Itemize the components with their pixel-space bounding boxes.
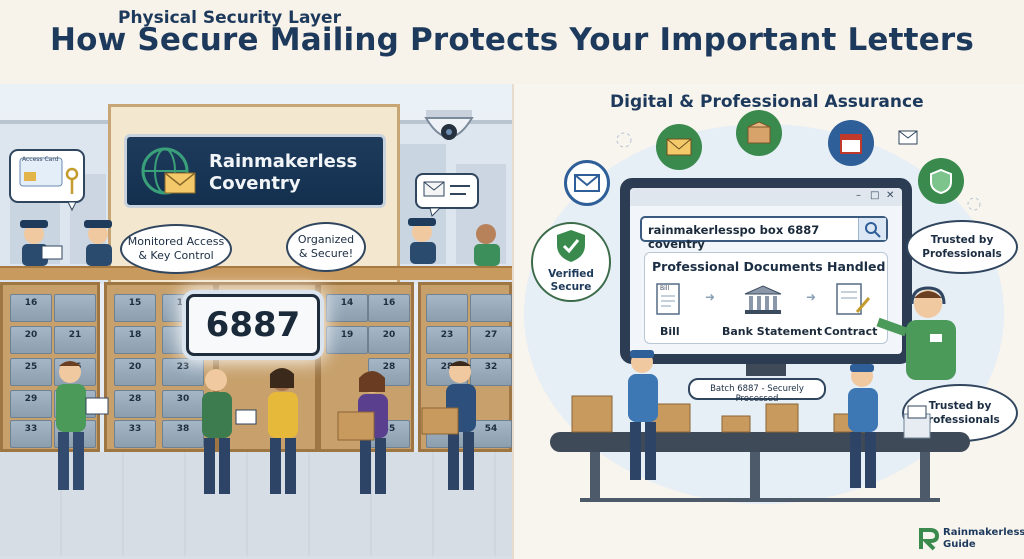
customer-man-box — [421, 361, 476, 490]
conveyor-legs — [580, 452, 940, 502]
digital-assurance-heading: Digital & Professional Assurance — [610, 92, 924, 112]
logo-line-1: Rainmakerless — [943, 527, 1024, 538]
monitored-access-bubble: Monitored Access & Key Control — [120, 224, 232, 274]
organized-secure-bubble: Organized & Secure! — [286, 222, 366, 272]
clerks-right — [408, 218, 500, 266]
sign-text: Rainmakerless Coventry — [209, 151, 358, 194]
arrow-icon: ➜ — [806, 290, 817, 304]
calendar-icon — [828, 120, 874, 166]
mailbox[interactable]: 14 — [326, 294, 368, 322]
minimize-icon[interactable]: – — [856, 190, 861, 201]
support-agent — [876, 286, 956, 380]
mailbox[interactable]: 16 — [368, 294, 410, 322]
logo-text: Rainmakerless Guide — [943, 527, 1024, 551]
bill-tag: Bill — [660, 285, 670, 292]
letter-tray-icon — [903, 405, 931, 439]
mailbox[interactable]: 38 — [162, 420, 204, 448]
mailbox[interactable] — [426, 294, 468, 322]
close-icon[interactable]: ✕ — [886, 190, 895, 201]
mailbox[interactable]: 20 — [10, 326, 52, 354]
rainmakerless-logo-icon — [919, 528, 940, 551]
mailbox[interactable]: 20 — [368, 326, 410, 354]
mailbox[interactable]: 16 — [10, 294, 52, 322]
security-camera-icon — [424, 110, 474, 140]
logo-line-2: Guide — [943, 539, 976, 550]
packages-on-conveyor — [571, 395, 799, 433]
mailbox[interactable]: 23 — [162, 358, 204, 386]
batch-label: Batch 6887 - Securely Processed — [688, 378, 826, 404]
mailbox[interactable]: 18 — [114, 326, 156, 354]
trusted-professionals-bubble-top: Trusted by Professionals — [906, 220, 1018, 274]
mailbox[interactable]: 33 — [114, 420, 156, 448]
branch-sign: Rainmakerless Coventry — [124, 134, 386, 208]
globe-mail-icon — [141, 147, 196, 195]
search-input[interactable]: rainmakerlesspo box 6887 coventry — [640, 216, 888, 251]
mailbox[interactable]: 30 — [162, 390, 204, 418]
doc-label-contract: Contract — [824, 325, 878, 338]
mailbox[interactable]: 15 — [114, 294, 156, 322]
customer-woman-box — [337, 371, 388, 494]
arrow-icon: ➜ — [705, 290, 716, 304]
mailbox[interactable]: 19 — [326, 326, 368, 354]
small-envelope-icon — [898, 130, 918, 145]
mailbox[interactable]: 27 — [470, 326, 512, 354]
documents-title: Professional Documents Handled — [652, 259, 886, 274]
doc-label-bill: Bill — [660, 325, 680, 338]
contract-icon — [836, 283, 871, 315]
doc-label-bank-statement: Bank Statement — [722, 325, 823, 338]
po-box-number: 6887 — [186, 294, 320, 356]
mailbox[interactable]: 29 — [10, 390, 52, 418]
mailbox[interactable]: 25 — [10, 358, 52, 386]
maximize-icon[interactable]: □ — [870, 190, 880, 201]
mailbox[interactable]: 21 — [54, 326, 96, 354]
floor — [0, 452, 512, 556]
mailbox[interactable] — [470, 294, 512, 322]
bank-icon — [744, 285, 782, 314]
window-titlebar — [630, 188, 902, 206]
customer-green-sweater — [56, 361, 109, 490]
shield-icon — [918, 158, 964, 204]
mailbox[interactable]: 20 — [114, 358, 156, 386]
postal-workers — [20, 220, 112, 266]
search-icon — [865, 222, 881, 238]
physical-security-heading: Physical Security Layer — [118, 8, 341, 28]
mailbox[interactable]: 23 — [426, 326, 468, 354]
customers-handoff — [202, 368, 298, 494]
envelope-icon — [564, 160, 610, 206]
message-bubble-icon — [415, 173, 479, 217]
mailbox[interactable] — [54, 294, 96, 322]
verified-secure-label: Verified Secure — [548, 268, 594, 293]
package-icon — [736, 110, 782, 156]
monitor-stand — [746, 364, 786, 376]
mailbox[interactable]: 33 — [10, 420, 52, 448]
warehouse-worker-left — [628, 350, 658, 480]
check-shield-icon — [557, 230, 585, 262]
page-title: How Secure Mailing Protects Your Importa… — [49, 22, 975, 58]
search-button[interactable] — [858, 218, 886, 240]
access-card-label: Access Card — [22, 156, 59, 163]
warehouse-worker-right — [848, 364, 878, 488]
mailbox[interactable]: 28 — [114, 390, 156, 418]
mail-icon — [656, 124, 702, 170]
access-card-bubble — [9, 149, 85, 212]
service-counter — [0, 266, 512, 280]
bill-icon — [656, 283, 680, 315]
